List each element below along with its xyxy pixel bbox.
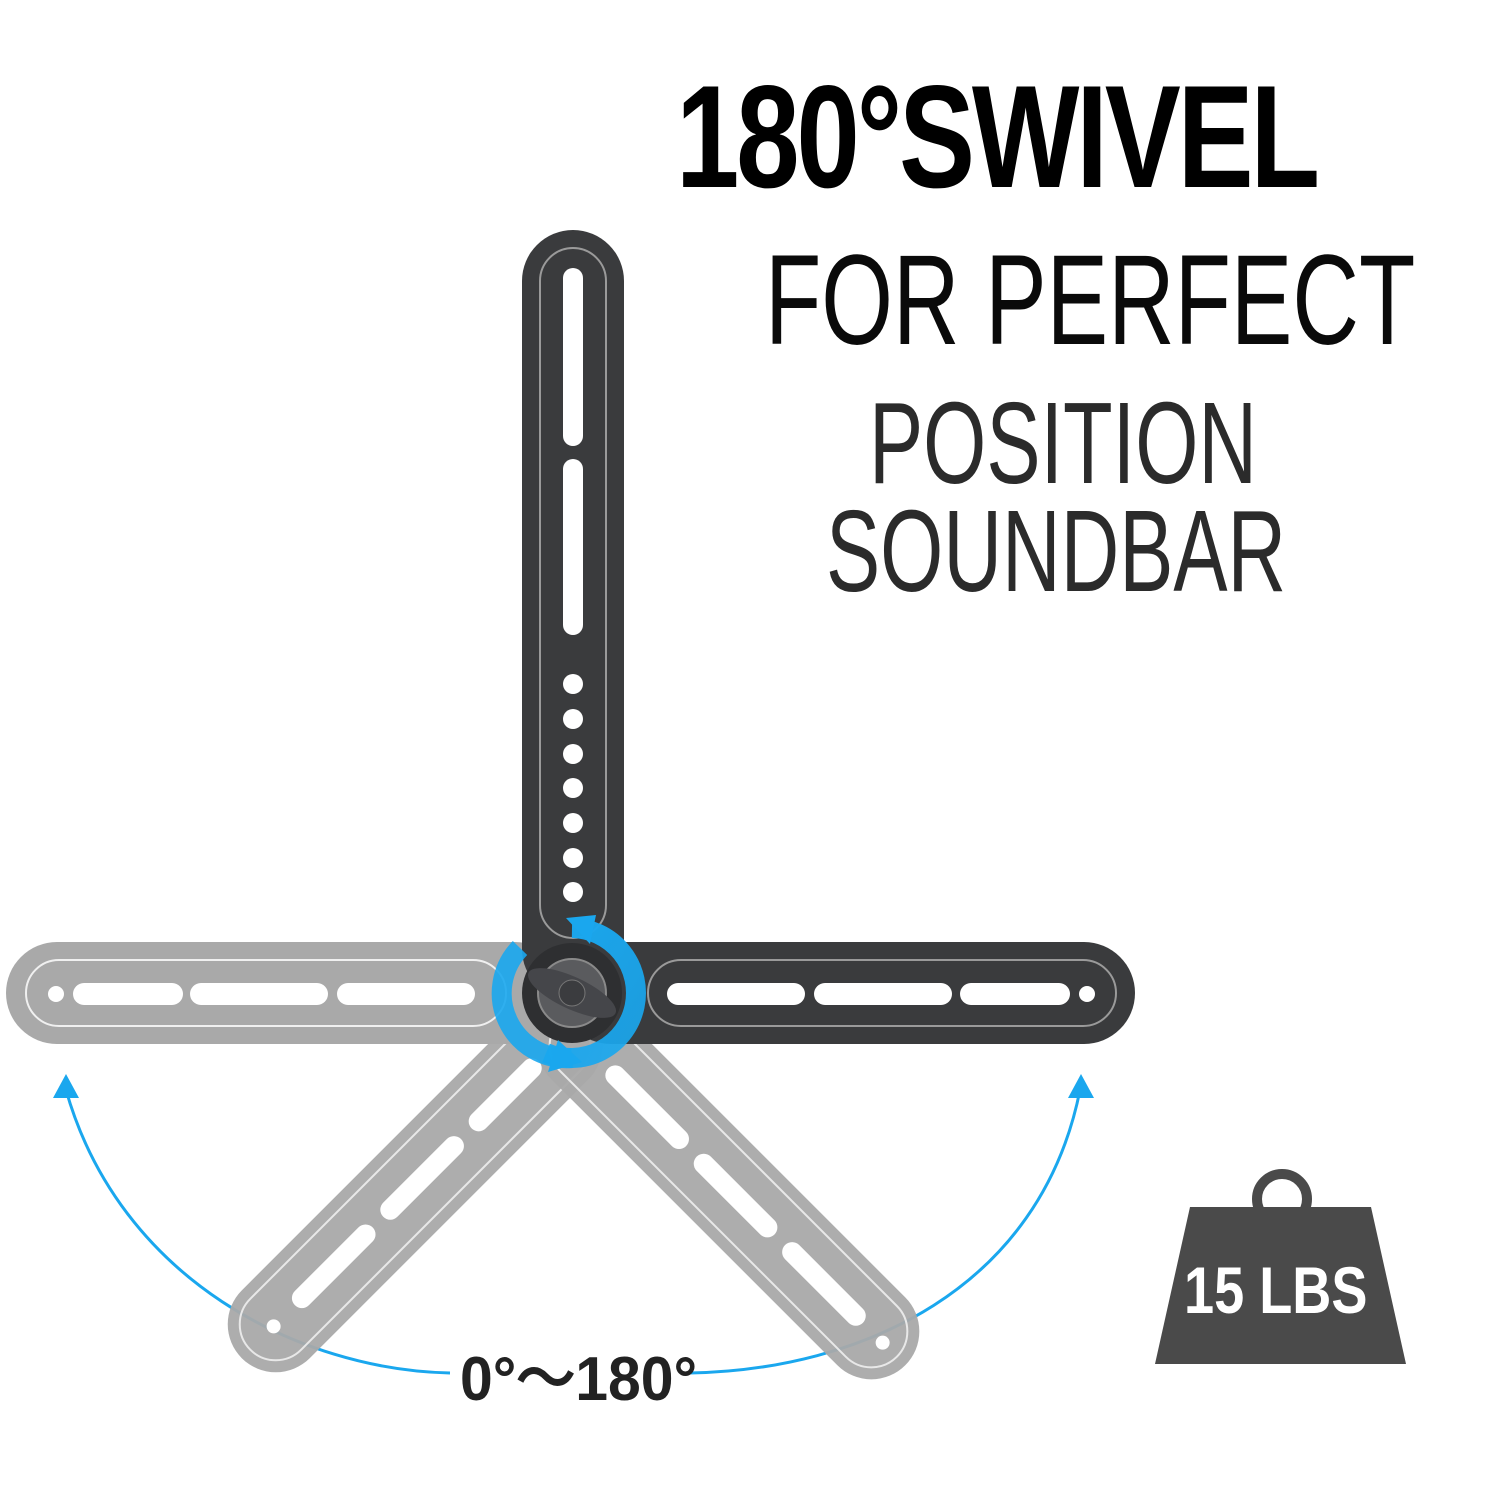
swivel-arc [53, 1074, 1094, 1375]
bracket-arm-ghost-horizontal-left [6, 942, 566, 1044]
arrow-up-icon [1068, 1074, 1094, 1098]
headline-line-1: 180°SWIVEL [676, 55, 1320, 218]
bracket-arm-horizontal-right [560, 942, 1135, 1044]
weight-capacity-label: 15 LBS [1184, 1253, 1368, 1327]
weight-icon [1155, 1169, 1406, 1364]
rotate-arrows-icon [491, 915, 646, 1072]
swivel-range-label: 0°～180° [460, 1345, 698, 1414]
headline-line-3: POSITION [869, 378, 1258, 508]
bracket-arm-vertical [522, 230, 624, 1000]
bracket-arm-ghost-diagonal-right [537, 997, 920, 1380]
arrow-up-icon [53, 1074, 79, 1098]
thumb-screw-knob-icon[interactable] [522, 943, 623, 1043]
headline-line-2: FOR PERFECT [765, 229, 1416, 372]
headline-line-4: SOUNDBAR [826, 486, 1287, 616]
